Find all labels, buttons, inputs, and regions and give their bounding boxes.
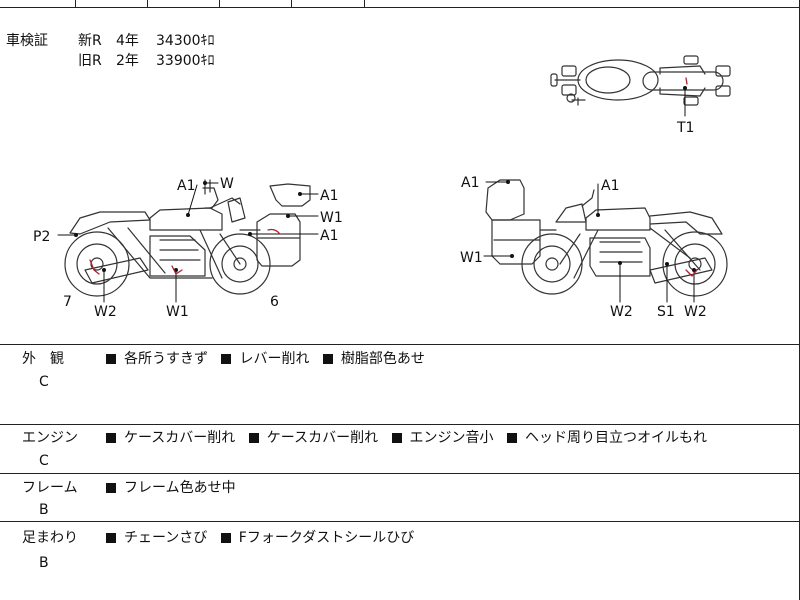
- note-item: レバー削れ: [221, 349, 309, 369]
- diagram-label: T1: [676, 120, 694, 136]
- header-col-divider: [219, 0, 220, 7]
- diagram-labels: T1 A1 W A1 W1 A1 P2 7 6 W2 W1 A1 A1 W1 W…: [33, 120, 707, 320]
- square-bullet-icon: [106, 433, 116, 443]
- diagram-label: W2: [684, 304, 707, 320]
- diagram-label: W: [220, 176, 234, 192]
- section-grade-exterior: C: [39, 374, 49, 390]
- cert-price: 34300ｷﾛ: [156, 33, 215, 49]
- section-title-exterior: 外 観: [22, 351, 64, 367]
- cert-name: 旧R: [78, 53, 102, 69]
- cert-years: 4年: [116, 33, 139, 49]
- note-item: フレーム色あせ中: [106, 478, 236, 498]
- diagram-label: W1: [460, 250, 483, 266]
- note-item: チェーンさび: [106, 528, 207, 548]
- section-grade-suspension: B: [39, 555, 49, 571]
- diagram-label: W1: [320, 210, 343, 226]
- square-bullet-icon: [322, 354, 333, 364]
- section-divider: [0, 473, 800, 474]
- square-bullet-icon: [248, 433, 259, 443]
- diagram-bottom-divider: [0, 344, 800, 345]
- top-divider: [0, 7, 800, 8]
- cert-name: 新R: [78, 33, 102, 49]
- square-bullet-icon: [106, 533, 116, 543]
- section-grade-frame: B: [39, 502, 49, 518]
- diagram-label: 7: [63, 294, 72, 310]
- certificate-row: 新R 4年 34300ｷﾛ: [78, 30, 215, 52]
- note-item: 樹脂部色あせ: [322, 349, 425, 369]
- section-divider: [0, 424, 800, 425]
- diagram-label: P2: [33, 229, 50, 245]
- note-item: エンジン音小: [391, 428, 494, 448]
- certificate-label: 車検証: [6, 33, 48, 49]
- header-col-divider: [75, 0, 76, 7]
- note-item: Fフォークダストシールひび: [220, 528, 414, 548]
- motorcycle-right-view: [485, 179, 728, 297]
- diagram-label: A1: [601, 178, 619, 194]
- diagram-label: W1: [166, 304, 189, 320]
- cert-years: 2年: [116, 53, 139, 69]
- note-item: ケースカバー削れ: [106, 428, 235, 448]
- section-title-engine: エンジン: [22, 430, 78, 446]
- section-title-suspension: 足まわり: [22, 530, 78, 546]
- diagram-label: 6: [270, 294, 279, 310]
- note-item: ヘッド周り目立つオイルもれ: [506, 428, 707, 448]
- header-col-divider: [291, 0, 292, 7]
- diagram-label: A1: [320, 228, 338, 244]
- section-divider: [0, 521, 800, 522]
- certificate-row: 旧R 2年 33900ｷﾛ: [78, 50, 215, 72]
- diagram-label: A1: [461, 175, 479, 191]
- square-bullet-icon: [106, 483, 116, 493]
- cert-price: 33900ｷﾛ: [156, 53, 215, 69]
- section-title-frame: フレーム: [22, 480, 78, 496]
- motorcycle-top-view: [550, 55, 731, 106]
- note-item: 各所うすきず: [106, 349, 208, 369]
- motorcycle-damage-diagram: T1 A1 W A1 W1 A1 P2 7 6 W2 W1 A1 A1 W1 W…: [33, 55, 731, 320]
- diagram-label: W2: [610, 304, 633, 320]
- header-col-divider: [364, 0, 365, 7]
- diagram-label: W2: [94, 304, 117, 320]
- section-notes-suspension: チェーンさび Fフォークダストシールひび: [106, 528, 423, 548]
- square-bullet-icon: [220, 533, 231, 543]
- section-notes-frame: フレーム色あせ中: [106, 478, 245, 498]
- square-bullet-icon: [506, 433, 517, 443]
- note-item: ケースカバー削れ: [248, 428, 378, 448]
- diagram-label: A1: [320, 188, 338, 204]
- square-bullet-icon: [391, 433, 402, 443]
- header-col-divider: [147, 0, 148, 7]
- diagram-label: A1: [177, 178, 195, 194]
- square-bullet-icon: [221, 354, 232, 364]
- section-grade-engine: C: [39, 453, 49, 469]
- motorcycle-left-view: [64, 179, 311, 297]
- section-notes-engine: ケースカバー削れ ケースカバー削れ エンジン音小 ヘッド周り目立つオイルもれ: [106, 428, 716, 448]
- section-notes-exterior: 各所うすきず レバー削れ 樹脂部色あせ: [106, 349, 434, 369]
- diagram-label: S1: [657, 304, 675, 320]
- square-bullet-icon: [106, 354, 116, 364]
